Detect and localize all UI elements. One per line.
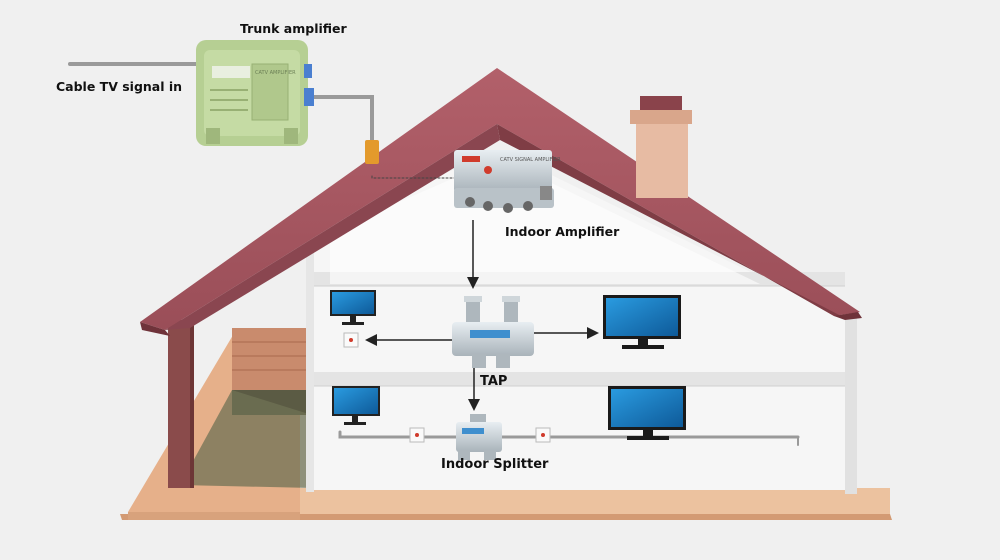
indoor-amplifier-label: Indoor Amplifier xyxy=(505,224,619,239)
indoor-splitter-label: Indoor Splitter xyxy=(441,457,548,472)
cable-clip xyxy=(365,140,379,164)
tap-label: TAP xyxy=(480,374,507,389)
trunk-amplifier-label: Trunk amplifier xyxy=(240,21,347,36)
trunk-amp-panel-text: CATV AMPLIFIER xyxy=(255,70,296,76)
wall-outlet-icon xyxy=(536,428,550,442)
porch-pillar xyxy=(168,320,192,488)
porch xyxy=(168,320,312,488)
trunk-amplifier-device: CATV AMPLIFIER xyxy=(196,40,314,146)
wall-outlet-icon xyxy=(410,428,424,442)
chimney xyxy=(630,96,692,198)
indoor-amplifier-device: CATV SIGNAL AMPLIFIER xyxy=(454,150,561,213)
wall-outlet-icon xyxy=(344,333,358,347)
indoor-amp-panel-text: CATV SIGNAL AMPLIFIER xyxy=(500,157,561,163)
cable-tv-signal-in-label: Cable TV signal in xyxy=(56,79,182,94)
